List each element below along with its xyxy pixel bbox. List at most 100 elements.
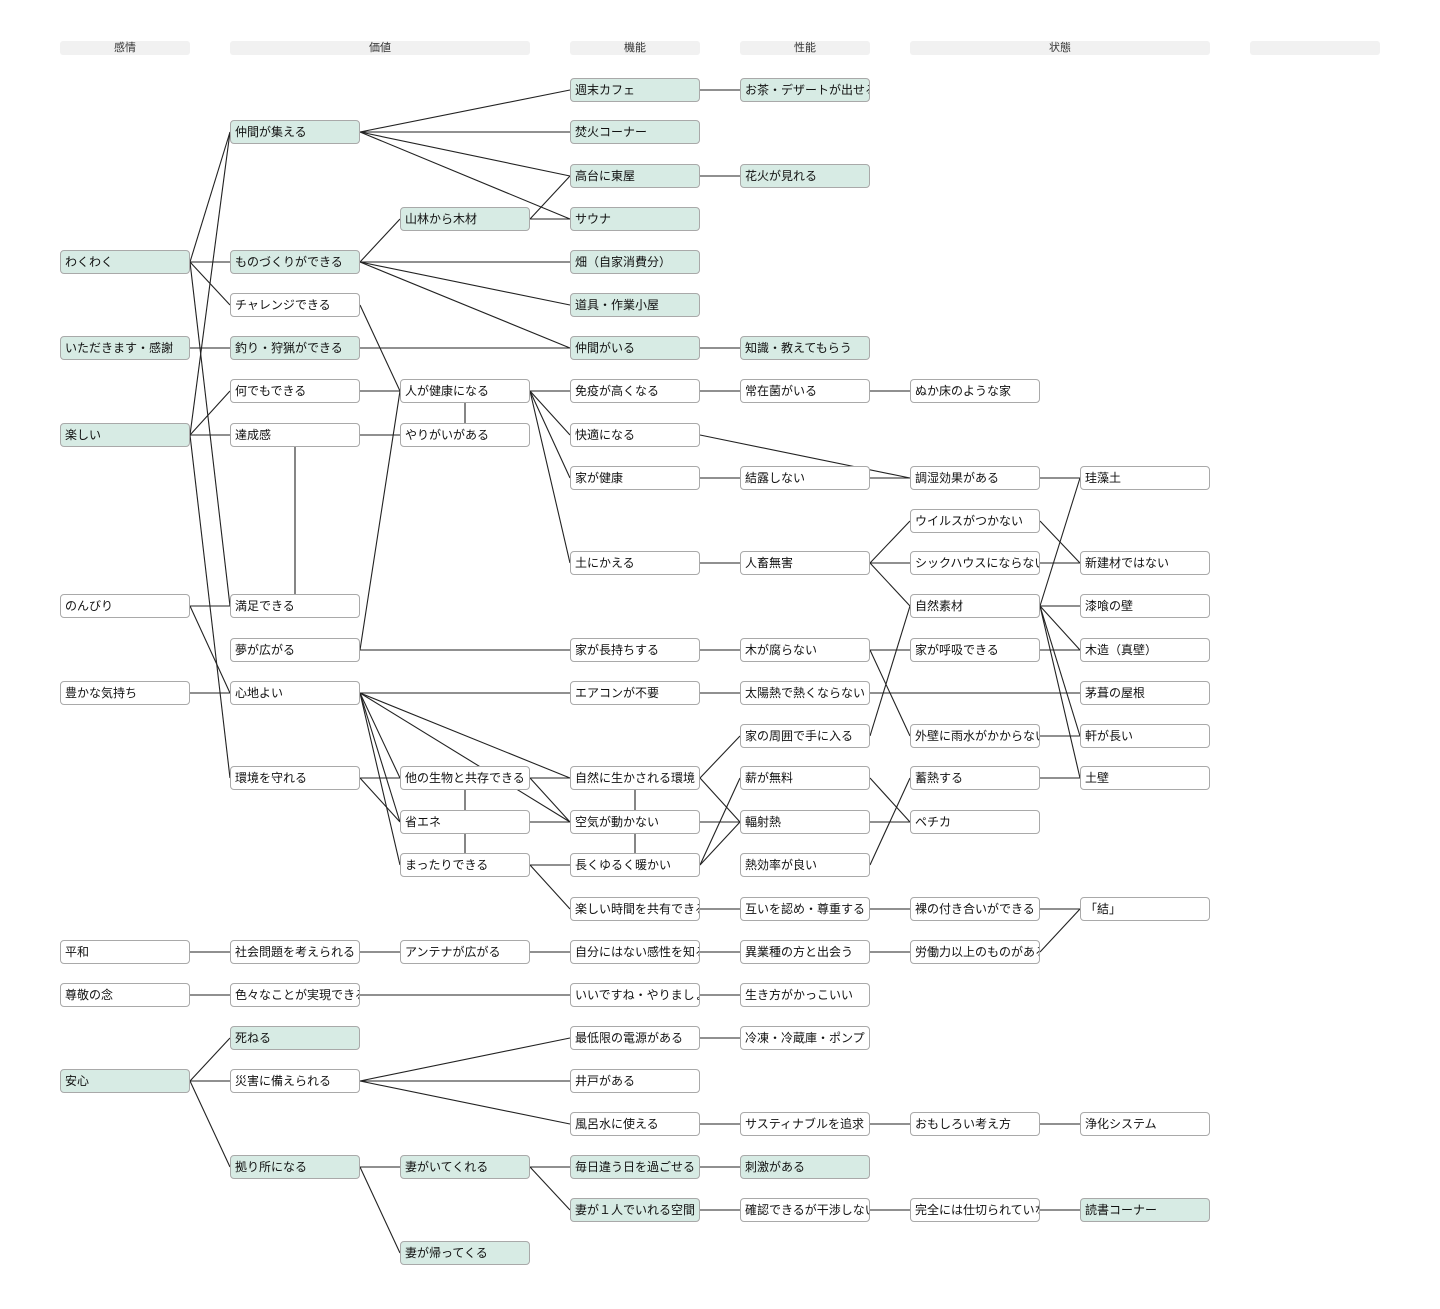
node-f10: 家が健康 <box>570 466 700 490</box>
column-header-emotion: 感情 <box>60 41 190 55</box>
edge-f16-p10 <box>699 777 741 866</box>
edge-v9-w6 <box>359 692 401 866</box>
node-f23: 毎日違う日を過ごせる <box>570 1155 700 1179</box>
node-s10: 裸の付き合いができる <box>910 897 1040 921</box>
node-v9: 心地よい <box>230 681 360 705</box>
node-s3: ウイルスがつかない <box>910 509 1040 533</box>
node-p19: 確認できるが干渉しない <box>740 1198 870 1222</box>
node-w2: 人が健康になる <box>400 379 530 403</box>
column-header-value: 価値 <box>230 41 530 55</box>
edge-v15-w9 <box>359 1166 401 1254</box>
node-f21: 井戸がある <box>570 1069 700 1093</box>
node-m1: 珪藻土 <box>1080 466 1210 490</box>
node-w7: アンテナが広がる <box>400 940 530 964</box>
node-s1: ぬか床のような家 <box>910 379 1040 403</box>
node-v2: ものづくりができる <box>230 250 360 274</box>
node-s7: 外壁に雨水がかからない <box>910 724 1040 748</box>
edge-v8-w2 <box>359 390 401 651</box>
node-p4: 常在菌がいる <box>740 379 870 403</box>
node-f24: 妻が１人でいれる空間 <box>570 1198 700 1222</box>
node-s2: 調湿効果がある <box>910 466 1040 490</box>
node-p5: 結露しない <box>740 466 870 490</box>
node-f3: 高台に東屋 <box>570 164 700 188</box>
edge-w2-f10 <box>529 390 571 479</box>
edge-n8-v15 <box>189 1080 231 1168</box>
node-v5: 何でもできる <box>230 379 360 403</box>
node-m3: 漆喰の壁 <box>1080 594 1210 618</box>
node-n7: 尊敬の念 <box>60 983 190 1007</box>
node-p2: 花火が見れる <box>740 164 870 188</box>
node-v10: 環境を守れる <box>230 766 360 790</box>
node-p1: お茶・デザートが出せる <box>740 78 870 102</box>
node-m4: 木造（真壁） <box>1080 638 1210 662</box>
node-n2: いただきます・感謝 <box>60 336 190 360</box>
node-p10: 薪が無料 <box>740 766 870 790</box>
node-f7: 仲間がいる <box>570 336 700 360</box>
node-m6: 軒が長い <box>1080 724 1210 748</box>
node-s9: ペチカ <box>910 810 1040 834</box>
node-p6: 人畜無害 <box>740 551 870 575</box>
node-s12: おもしろい考え方 <box>910 1112 1040 1136</box>
edge-n1-v7 <box>189 261 231 607</box>
edge-p9-s5 <box>869 605 911 737</box>
edge-f14-p9 <box>699 735 741 779</box>
edge-f16-p11 <box>699 821 741 866</box>
node-f22: 風呂水に使える <box>570 1112 700 1136</box>
node-p8: 太陽熱で熱くならない <box>740 681 870 705</box>
node-s4: シックハウスにならない <box>910 551 1040 575</box>
edge-f14-p11 <box>699 777 741 823</box>
edge-v1-f3 <box>359 131 571 177</box>
node-n6: 平和 <box>60 940 190 964</box>
node-f12: 家が長持ちする <box>570 638 700 662</box>
node-v12: 色々なことが実現できる <box>230 983 360 1007</box>
column-header-state: 状態 <box>910 41 1210 55</box>
node-p16: 冷凍・冷蔵庫・ポンプ・ <box>740 1026 870 1050</box>
edge-v9-f15 <box>359 692 571 823</box>
edge-p6-s3 <box>869 520 911 564</box>
node-w9: 妻が帰ってくる <box>400 1241 530 1265</box>
node-v13: 死ねる <box>230 1026 360 1050</box>
node-v11: 社会問題を考えられる <box>230 940 360 964</box>
edge-v2-f6 <box>359 261 571 306</box>
node-v4: 釣り・狩猟ができる <box>230 336 360 360</box>
edge-s5-m6 <box>1039 605 1081 737</box>
edge-v1-f4 <box>359 131 571 220</box>
edge-v9-w4 <box>359 692 401 779</box>
node-p17: サスティナブルを追求 <box>740 1112 870 1136</box>
node-m2: 新建材ではない <box>1080 551 1210 575</box>
node-p13: 互いを認め・尊重する <box>740 897 870 921</box>
edge-v2-w1 <box>359 218 401 263</box>
node-s6: 家が呼吸できる <box>910 638 1040 662</box>
node-s11: 労働力以上のものがある <box>910 940 1040 964</box>
node-w1: 山林から木材 <box>400 207 530 231</box>
node-n1: わくわく <box>60 250 190 274</box>
node-f2: 焚火コーナー <box>570 120 700 144</box>
edge-w6-f17 <box>529 864 571 910</box>
edge-n4-v9 <box>189 605 231 694</box>
node-p11: 輻射熱 <box>740 810 870 834</box>
node-p18: 刺激がある <box>740 1155 870 1179</box>
node-p15: 生き方がかっこいい <box>740 983 870 1007</box>
edge-p12-s8 <box>869 777 911 866</box>
edge-v9-w5 <box>359 692 401 823</box>
edge-s5-m4 <box>1039 605 1081 651</box>
node-f1: 週末カフェ <box>570 78 700 102</box>
node-v14: 災害に備えられる <box>230 1069 360 1093</box>
node-f15: 空気が動かない <box>570 810 700 834</box>
node-f13: エアコンが不要 <box>570 681 700 705</box>
node-v7: 満足できる <box>230 594 360 618</box>
node-v3: チャレンジできる <box>230 293 360 317</box>
node-f6: 道具・作業小屋 <box>570 293 700 317</box>
node-f4: サウナ <box>570 207 700 231</box>
edge-p10-s9 <box>869 777 911 823</box>
node-n5: 豊かな気持ち <box>60 681 190 705</box>
node-m8: 「結」 <box>1080 897 1210 921</box>
node-p7: 木が腐らない <box>740 638 870 662</box>
node-f17: 楽しい時間を共有できる <box>570 897 700 921</box>
edge-v10-w5 <box>359 777 401 823</box>
node-f8: 免疫が高くなる <box>570 379 700 403</box>
node-w5: 省エネ <box>400 810 530 834</box>
edge-v14-f20 <box>359 1037 571 1082</box>
